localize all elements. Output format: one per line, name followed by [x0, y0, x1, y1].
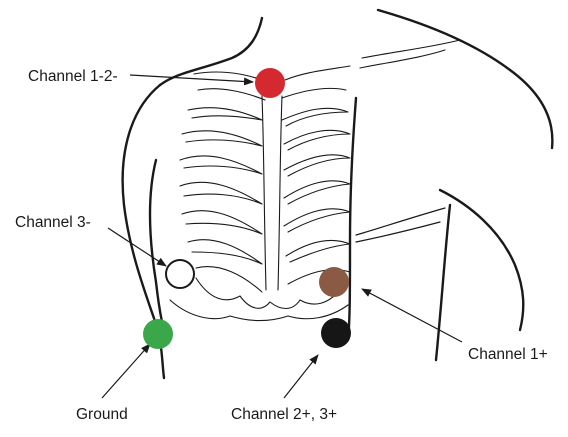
- arrow-channel-1-plus: [362, 289, 462, 342]
- rib-right-2: [282, 108, 348, 126]
- arrow-channel-3-minus: [108, 228, 166, 266]
- clavicle-right: [285, 66, 350, 80]
- rib-right-4: [284, 155, 350, 176]
- rib-left-6: [182, 211, 262, 234]
- right-arm-line: [440, 190, 523, 330]
- electrode-channel-1-plus: [319, 267, 349, 297]
- pectoral-line: [356, 208, 445, 235]
- rib-left-3: [182, 131, 262, 146]
- rib-right-7: [286, 240, 350, 262]
- costal-arch: [196, 278, 340, 309]
- shoulder-detail-2: [360, 50, 445, 68]
- pectoral-line-2: [356, 222, 440, 242]
- arrow-ground: [102, 344, 150, 398]
- rib-left-7: [188, 240, 262, 264]
- sternum: [262, 96, 282, 290]
- leader-arrows: [102, 75, 462, 398]
- shoulder-detail-1: [362, 40, 460, 58]
- rib-left-4: [180, 156, 262, 174]
- right-arm-inner-line: [436, 205, 450, 360]
- electrode-channel-1-2-minus: [255, 68, 285, 98]
- arrow-channel-1-2-minus: [130, 75, 253, 82]
- rib-right-3: [284, 130, 350, 150]
- rib-right-1: [282, 88, 346, 98]
- label-channel-1-2-minus: Channel 1-2-: [28, 68, 118, 85]
- electrode-channel-2-3-plus: [321, 318, 351, 348]
- label-channel-1-plus: Channel 1+: [468, 346, 548, 363]
- label-ground: Ground: [76, 406, 128, 423]
- rib-left-2: [188, 108, 262, 120]
- electrode-ground: [143, 319, 173, 349]
- label-channel-2-3-plus: Channel 2+, 3+: [231, 406, 337, 423]
- rib-right-6: [284, 209, 350, 232]
- electrodes: [143, 68, 351, 349]
- rib-left-8: [196, 267, 262, 292]
- electrode-channel-3-minus: [166, 260, 194, 288]
- label-channel-3-minus: Channel 3-: [15, 214, 91, 231]
- rib-left-1: [198, 89, 265, 100]
- rib-left-5: [180, 182, 262, 204]
- arrow-channel-2-3-plus: [284, 355, 318, 398]
- rib-right-5: [284, 181, 350, 204]
- right-shoulder-line: [378, 10, 552, 148]
- left-inner-line: [150, 160, 162, 322]
